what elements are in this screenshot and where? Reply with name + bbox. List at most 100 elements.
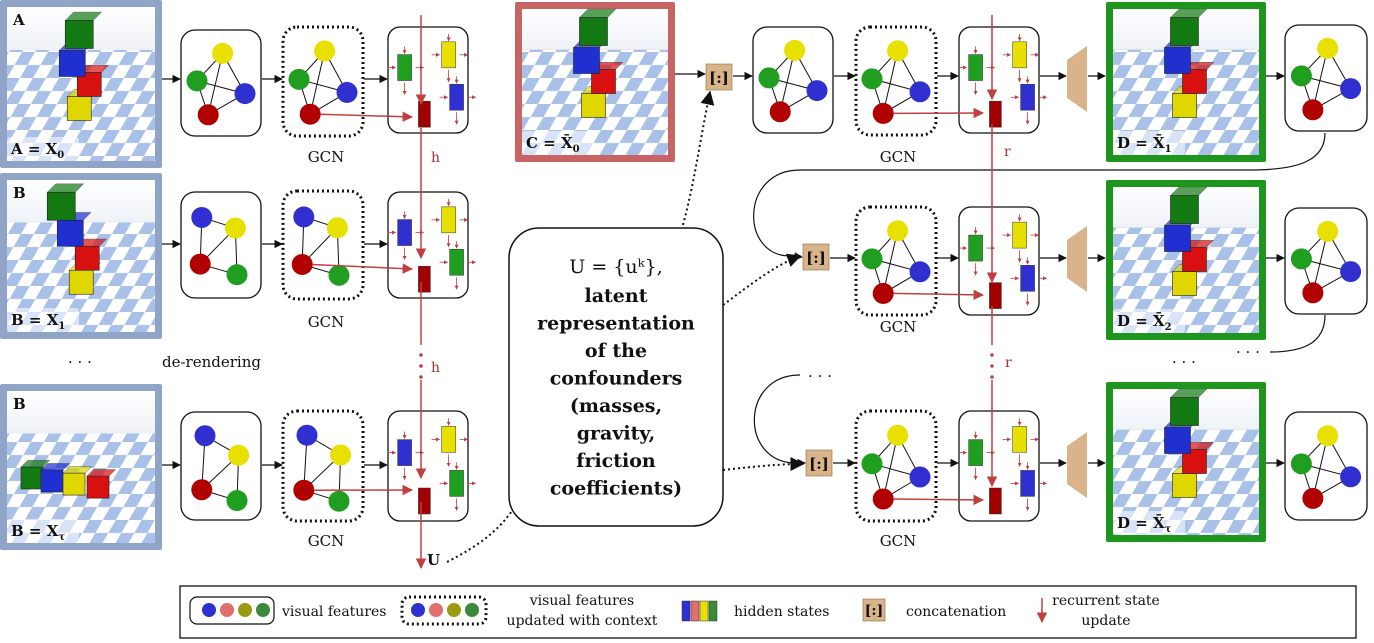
graph-edge <box>309 50 326 115</box>
graph-node <box>224 217 246 239</box>
hidden-state-c <box>958 26 1047 134</box>
graph-node <box>861 248 883 270</box>
graph-node <box>291 253 313 275</box>
graph-node <box>784 39 806 61</box>
caption-bg <box>1113 131 1185 155</box>
graph-context-btau <box>281 409 365 523</box>
dotted-u-link <box>446 504 517 563</box>
active-hidden-state <box>418 487 431 515</box>
hidden-state-b1 <box>387 191 477 299</box>
hidden-state-bar <box>968 54 983 81</box>
hidden-state-bar <box>968 439 983 466</box>
concat-block <box>705 63 733 91</box>
graph-node <box>887 220 909 242</box>
context-graph-box <box>281 409 365 523</box>
output-frame-dtau: D = X̄τ <box>1106 382 1266 542</box>
graph-node <box>336 81 358 103</box>
legend-concat-symbol: [:] <box>865 603 883 619</box>
cube-stack <box>46 183 108 295</box>
graph-context-b1 <box>281 189 365 301</box>
graph-node <box>234 83 256 105</box>
hidden-state-bar <box>968 234 983 262</box>
graph-context-r1 <box>854 205 938 317</box>
graph-node <box>872 102 894 124</box>
legend-context-box <box>400 595 488 626</box>
ellipsis: · · · <box>1172 353 1196 371</box>
confounders-line: gravity, <box>577 423 655 445</box>
context-graph-box <box>281 189 365 301</box>
gcn-label: GCN <box>880 318 917 336</box>
graph-node <box>194 425 216 447</box>
dot <box>419 353 423 357</box>
hidden-state-bar <box>397 219 412 246</box>
graph-edge <box>882 230 899 294</box>
frame-corner-letter: A <box>12 11 25 29</box>
context-to-hidden-arrow <box>893 289 985 301</box>
sky <box>7 391 155 434</box>
loop-line-2 <box>1269 314 1326 353</box>
cube-stack <box>572 8 624 118</box>
caption-bg <box>7 137 79 161</box>
graph-node <box>1302 99 1324 121</box>
hidden-state-bar <box>441 206 456 234</box>
decoder-2 <box>1067 226 1087 292</box>
graph-output-dtau <box>1284 411 1368 521</box>
graph-node <box>328 264 350 286</box>
dot <box>419 375 423 379</box>
legend-context-line2: updated with context <box>507 613 658 629</box>
legend-recurrent-line1: recurrent state <box>1052 593 1160 609</box>
graph-node <box>1317 37 1339 59</box>
graph-box <box>180 191 262 299</box>
context-to-hidden-arrow <box>320 111 414 122</box>
context-to-hidden-arrow <box>893 494 985 506</box>
graph-node <box>909 81 931 103</box>
graph-node <box>288 68 310 90</box>
active-hidden-state <box>418 100 431 128</box>
graph-node <box>887 40 909 62</box>
frame-caption: D = X̄1 <box>1117 133 1172 155</box>
r-label: r <box>1005 355 1012 371</box>
caption-bg <box>1113 511 1185 535</box>
graph-node <box>226 264 248 286</box>
confounders-box-outline <box>508 227 724 527</box>
hidden-state-bar <box>449 248 464 276</box>
graph-node <box>887 424 909 446</box>
graph-node <box>1340 78 1362 100</box>
frame-caption: D = X̄2 <box>1117 311 1172 333</box>
de-rendering-label: de-rendering <box>162 353 261 371</box>
confounders-line: friction <box>576 450 656 472</box>
dotted-arrow-r1 <box>722 253 802 306</box>
graph-node <box>806 80 828 102</box>
legend-hidden-bar <box>699 600 709 622</box>
graph-context-c <box>854 25 938 137</box>
concat-label: [:] <box>709 69 729 87</box>
graph-node <box>909 466 931 488</box>
counterfactual-frame-c: C = X̄0 <box>515 2 675 162</box>
graph-node <box>228 444 250 466</box>
caption-bg <box>7 308 79 332</box>
confounders-line: of the <box>585 340 647 362</box>
loop-arrow-1 <box>753 132 1326 261</box>
hidden-state-bar <box>1012 221 1027 249</box>
loop-arrow-3 <box>753 374 806 468</box>
legend-node <box>411 603 425 617</box>
frame-corner-letter: B <box>13 184 26 202</box>
caption-bg <box>7 519 79 543</box>
output-frame-d2: D = X̄2 <box>1106 180 1266 340</box>
legend-context-line1: visual features <box>529 593 634 609</box>
legend-recurrent-line2: update <box>1081 613 1130 629</box>
graph-edge <box>1312 231 1329 293</box>
legend-node <box>429 603 443 617</box>
frame-caption: A = X0 <box>10 140 64 161</box>
frame-caption: D = X̄τ <box>1117 513 1172 535</box>
graph-node <box>909 261 931 283</box>
active-hidden-state <box>989 282 1002 309</box>
cube-stack <box>58 11 110 121</box>
r-label: r <box>1004 144 1011 160</box>
concat-r2: [:] <box>805 449 833 477</box>
concat-label: [:] <box>806 249 826 267</box>
graph-node <box>861 68 883 90</box>
legend-hidden-bar <box>681 600 691 622</box>
